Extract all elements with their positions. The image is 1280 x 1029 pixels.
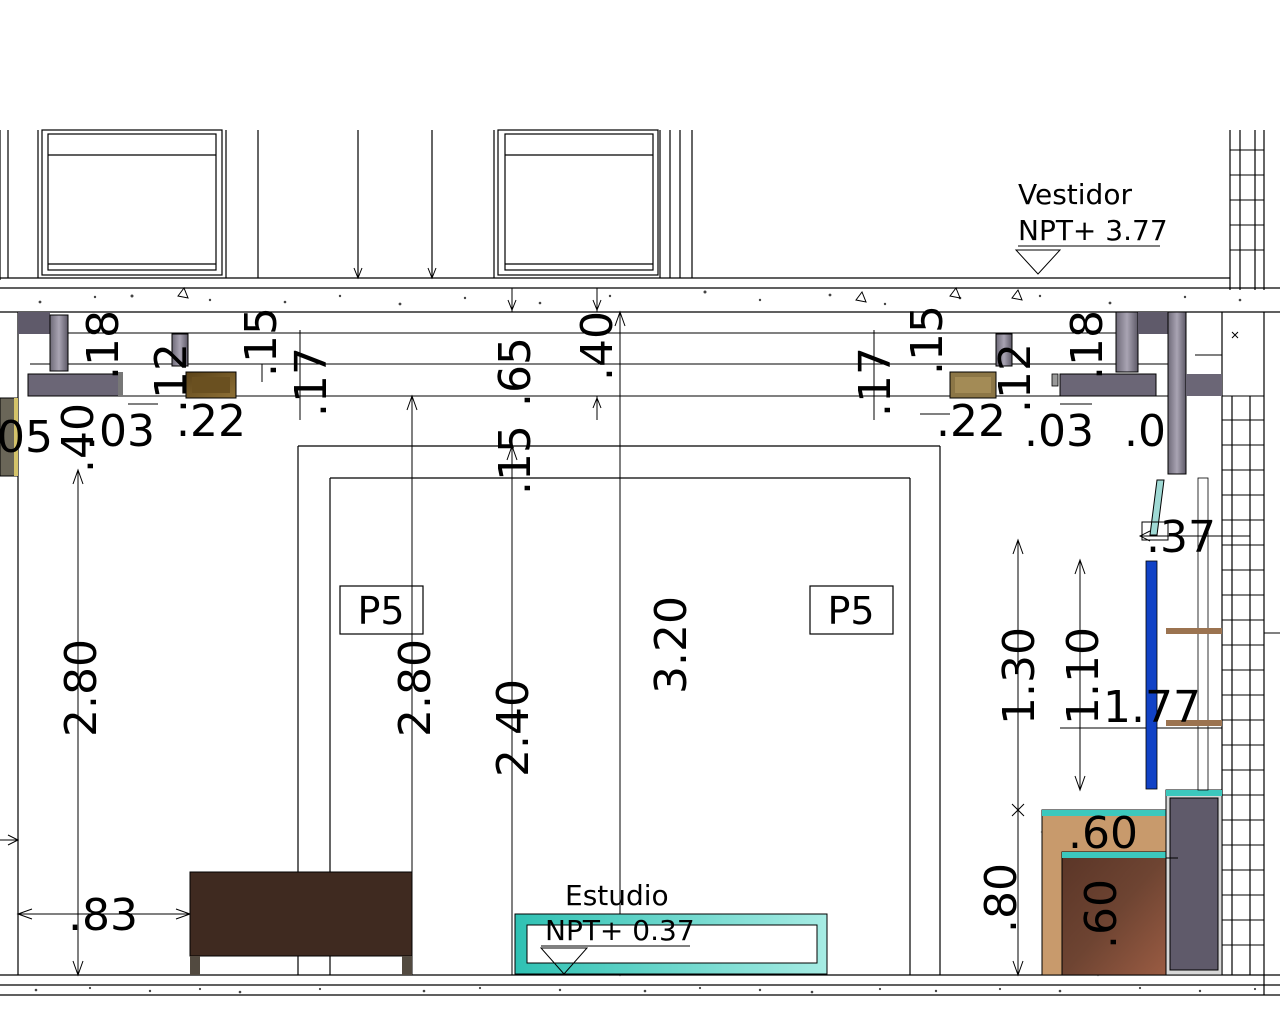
upper-floor: Vestidor NPT+ 3.77 <box>0 129 1265 290</box>
blue-panel <box>1141 477 1222 791</box>
dim-40-center: .40 <box>572 311 623 381</box>
dim-15-right: .15 <box>902 305 953 375</box>
door-tag-left: P5 <box>339 585 424 635</box>
door-tag-left-text: P5 <box>357 589 404 633</box>
dim-03-right: .03 <box>1024 406 1094 457</box>
window-left <box>41 129 227 278</box>
dim-15-center: .15 <box>490 425 541 495</box>
vestidor-level: NPT+ 3.77 <box>1018 214 1168 247</box>
dim-320: 3.20 <box>646 596 697 694</box>
tile-grid <box>1195 331 1280 975</box>
dim-37: .37 <box>1146 512 1216 563</box>
door-tag-right: P5 <box>809 585 894 635</box>
dim-0x-right: .0 <box>1124 406 1166 457</box>
dim-60-h: .60 <box>1068 808 1138 859</box>
dim-17-left: .17 <box>286 347 337 417</box>
bench-dark <box>189 871 413 975</box>
vestidor-label: Vestidor <box>1018 178 1132 211</box>
dimension-lines <box>0 288 1250 977</box>
estudio-label: Estudio <box>565 879 669 912</box>
dim-22-right: .22 <box>936 396 1006 447</box>
dim-12-right: .12 <box>990 343 1041 413</box>
dimension-labels-horizontal: 05 .03 .22 .22 .03 .0 .37 1.77 .83 .60 <box>0 396 1216 941</box>
dim-177: 1.77 <box>1103 682 1201 733</box>
dim-03-left: .03 <box>85 406 155 457</box>
dim-80: .80 <box>976 863 1027 933</box>
dim-12-left: .12 <box>146 343 197 413</box>
level-marker-icon <box>539 947 589 975</box>
estudio-label-group: Estudio NPT+ 0.37 <box>539 879 695 975</box>
right-fixtures <box>949 311 1222 475</box>
dim-60-v: .60 <box>1076 879 1127 949</box>
dim-05-left: 05 <box>0 412 53 463</box>
dim-18-left: .18 <box>78 310 129 380</box>
left-fixtures <box>0 312 237 477</box>
dim-17-right: .17 <box>850 347 901 417</box>
upper-slab <box>0 286 1280 313</box>
window-center <box>497 129 659 276</box>
right-cabinet <box>1041 789 1223 976</box>
dim-280-a: 2.80 <box>56 639 107 737</box>
door-tag-right-text: P5 <box>827 589 874 633</box>
floor-slab-hatch <box>34 986 1257 994</box>
level-marker-icon <box>1014 249 1062 275</box>
dim-110: 1.10 <box>1058 627 1109 725</box>
dim-40-left: .40 <box>53 403 104 473</box>
teal-bench <box>514 913 828 975</box>
dim-83: .83 <box>68 890 138 941</box>
dim-240: 2.40 <box>488 679 539 777</box>
dimension-labels-vertical: .18 .12 .15 .17 .40 .65 .40 .15 .17 .15 … <box>53 305 1127 949</box>
dim-65: .65 <box>490 337 541 407</box>
estudio-level: NPT+ 0.37 <box>545 914 695 947</box>
dim-280-b: 2.80 <box>390 639 441 737</box>
dim-15-left: .15 <box>236 307 287 377</box>
dim-22-left: .22 <box>176 396 246 447</box>
dim-130: 1.30 <box>994 627 1045 725</box>
dim-18-right: .18 <box>1062 310 1113 380</box>
